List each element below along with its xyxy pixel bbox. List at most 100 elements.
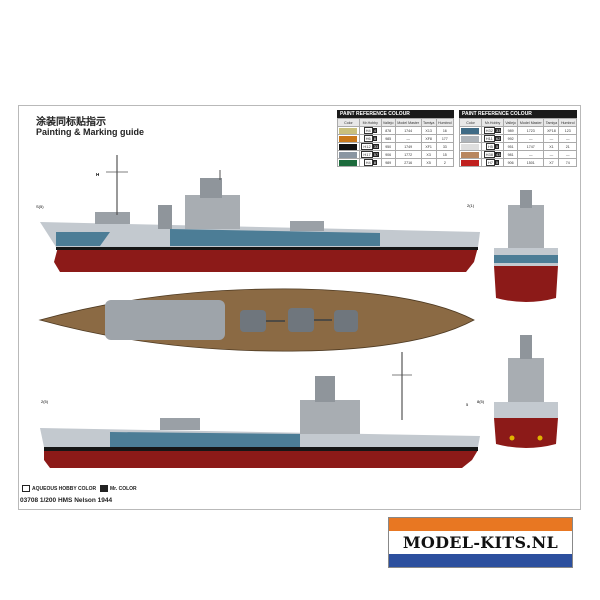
mr-color-code: 5: [495, 160, 500, 165]
paint-swatch: [339, 151, 357, 158]
aqueous-code: H7: [485, 159, 495, 166]
aqueous-code: H5: [485, 143, 495, 150]
aqueous-code: H38: [483, 151, 495, 158]
mr-color-code: 8: [372, 136, 377, 141]
superstructure-lower: [300, 400, 360, 434]
deck-turret-b: [288, 308, 314, 332]
ship-profile-lower: [40, 352, 480, 468]
paint-swatch-cell: [337, 158, 360, 167]
front-lower-superstructure: [508, 358, 544, 403]
ship-deck-view: [38, 288, 475, 352]
boot-top-lower: [44, 447, 478, 451]
front-upper-hull: [494, 266, 558, 302]
paint-value-cell: 906: [502, 158, 519, 167]
front-upper-blue: [494, 255, 558, 263]
callout-8-5: 8(5): [477, 399, 485, 404]
model-kits-logo[interactable]: MODEL-KITS.NL: [388, 517, 573, 568]
mr-color-code: 43: [495, 152, 502, 157]
mr-color-code: 5: [495, 144, 500, 149]
front-lower-marking: [509, 435, 515, 441]
hull-red-lower: [44, 450, 478, 468]
bridge-upper: [200, 178, 222, 198]
title-chinese: 涂装同标贴指示: [36, 117, 106, 128]
ship-front-view-upper: [494, 190, 558, 302]
logo-orange-band: [389, 518, 572, 531]
mr-color-code: 57: [372, 152, 380, 157]
bridge-lower: [315, 376, 335, 402]
deck-superstructure: [105, 300, 225, 340]
title-english: Painting & Marking guide: [36, 127, 145, 137]
callout-s5: S(5): [36, 204, 44, 209]
paint-table-2-title: PAINT REFERENCE COLOUR: [459, 110, 577, 118]
hull-red-upper: [54, 247, 478, 272]
aqueous-code: H6: [363, 135, 373, 142]
paint-swatch: [461, 159, 479, 166]
mr-color-code: 33: [372, 144, 380, 149]
ship-profile-upper: [40, 155, 480, 272]
kit-caption: 03708 1/200 HMS Nelson 1944: [20, 497, 113, 504]
camo-blue-upper-2: [56, 232, 110, 246]
paint-swatch: [339, 135, 357, 142]
paint-swatch: [339, 159, 357, 166]
aqueous-code: H4: [363, 127, 373, 134]
ship-front-view-lower: [494, 335, 558, 448]
paint-table-1-title: PAINT REFERENCE COLOUR: [337, 110, 454, 118]
front-lower-tower: [520, 335, 532, 359]
logo-blue-band: [389, 554, 572, 567]
paint-swatch: [339, 143, 357, 150]
logo-text: MODEL-KITS.NL: [402, 533, 559, 552]
legend-aqueous-label: AQUEOUS HOBBY COLOR: [32, 485, 97, 492]
camo-blue-upper: [170, 229, 380, 246]
turret-a-upper: [95, 212, 130, 224]
paint-swatch: [339, 127, 357, 134]
legend-mr-color-icon: [100, 485, 108, 492]
paint-value-cell: X7: [543, 158, 560, 167]
camo-blue-lower: [110, 432, 300, 447]
legend-mr-color: Mr. COLOR: [100, 485, 137, 492]
paint-swatch-cell: [458, 158, 483, 167]
callout-5: 5: [466, 402, 469, 407]
turret-b-upper: [290, 221, 324, 231]
paint-table-1: PAINT REFERENCE COLOUR Color Mr.Hobby Va…: [337, 110, 455, 167]
callout-2-1: 2(1): [467, 203, 475, 208]
aqueous-code: H12: [361, 143, 373, 150]
superstructure-upper: [185, 195, 240, 229]
turret-lower: [160, 418, 200, 430]
paint-swatch: [461, 127, 479, 134]
paint-table-2: PAINT REFERENCE COLOUR Color Mr.Hobby Va…: [458, 110, 577, 167]
mr-color-code: 8: [372, 160, 377, 165]
aqueous-code: H32: [483, 127, 495, 134]
deck-turret-a: [240, 310, 266, 332]
legend-aqueous-icon: [22, 485, 30, 492]
paint-value-cell: 74: [558, 158, 577, 167]
paint-value-cell: 989: [380, 158, 396, 167]
paint-swatch: [461, 135, 479, 142]
front-lower-hull: [494, 418, 558, 448]
front-upper-tower: [520, 190, 532, 208]
aqueous-code: H4: [363, 159, 373, 166]
front-upper-superstructure: [508, 205, 544, 250]
aqueous-code: H11: [483, 135, 495, 142]
callout-2-5: 2(5): [41, 399, 49, 404]
aqueous-code: H17: [361, 151, 373, 158]
mr-color-code: 62: [494, 136, 502, 141]
legend-aqueous: AQUEOUS HOBBY COLOR: [22, 485, 96, 492]
front-lower-grey: [494, 402, 558, 418]
paint-swatch: [461, 151, 479, 158]
paint-value-cell: 2: [435, 158, 455, 167]
callout-h: H: [96, 172, 100, 177]
paint-swatch: [461, 143, 479, 150]
deck-turret-c: [334, 310, 358, 332]
front-lower-marking-2: [537, 435, 543, 441]
mr-color-code: 33: [495, 128, 502, 133]
mr-color-code: 4: [372, 128, 377, 133]
logo-text-band: MODEL-KITS.NL: [389, 531, 572, 554]
funnel-upper: [158, 205, 172, 229]
